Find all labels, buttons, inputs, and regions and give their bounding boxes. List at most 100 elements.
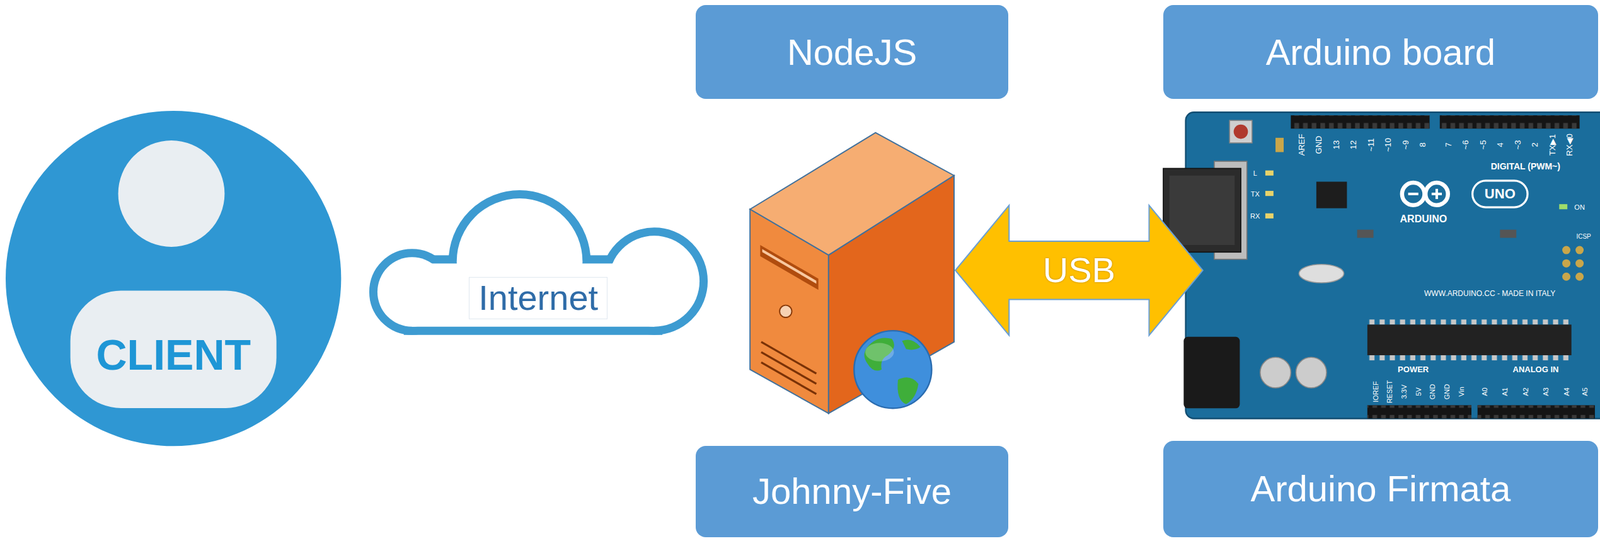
pin-label: 4 (1496, 142, 1505, 147)
arduino-board-part (1562, 272, 1571, 282)
arduino-board-part (1367, 324, 1572, 356)
brand-text: ARDUINO (1400, 214, 1448, 225)
process-box: Arduino board (1163, 5, 1599, 99)
arduino-board (1163, 112, 1600, 419)
arduino-board-part (1408, 192, 1419, 196)
pin-label: ~11 (1366, 138, 1375, 152)
led-label: TX (1250, 190, 1260, 198)
arduino-board-part (1367, 405, 1472, 419)
arduino-board-part (1295, 357, 1327, 389)
server-icon-part (759, 245, 818, 290)
person-body (70, 290, 277, 408)
arduino-board-part (1260, 357, 1292, 389)
arduino-board-part (1435, 189, 1439, 200)
arduino-board-part (1265, 190, 1274, 196)
arduino-board-part (1316, 181, 1348, 208)
arduino-board-part (1290, 115, 1430, 129)
arduino-board-part (1265, 170, 1274, 176)
text-holder: Internet (352, 277, 725, 319)
globe-icon-part (853, 330, 932, 409)
pin-label: Vin (1457, 386, 1465, 398)
process-box: NodeJS (695, 5, 1008, 99)
usb-double-arrow (955, 205, 1203, 336)
arduino-board-part (1229, 120, 1253, 144)
globe-icon (853, 330, 932, 409)
cloud-fill (377, 198, 700, 328)
node-label: Arduino board (1266, 30, 1496, 74)
pin-label: 12 (1349, 140, 1358, 150)
cloud-outline (377, 198, 700, 328)
arduino-board-part (1425, 182, 1449, 206)
pin-label: ~9 (1400, 140, 1410, 150)
pin-label: 13 (1331, 140, 1340, 150)
internet-cloud: Internet (352, 189, 725, 338)
led-label: RX (1250, 212, 1260, 220)
arduino-board-part (1499, 230, 1517, 239)
pin-label: 7 (1443, 142, 1452, 147)
globe-icon-part (897, 377, 919, 405)
node-label: Johnny-Five (752, 470, 952, 513)
led-label: ON (1574, 203, 1585, 211)
arduino-board-part (1562, 259, 1571, 268)
client-circle-outline (5, 110, 342, 447)
arduino-board-part (1265, 213, 1274, 219)
text-holder: Arduino board (1163, 30, 1599, 74)
client-disc (5, 110, 341, 447)
text-holder: USB (954, 250, 1205, 291)
pin-label: A0 (1481, 387, 1489, 396)
pin-label: GND (1443, 384, 1451, 400)
process-box: Arduino Firmata (1163, 441, 1599, 539)
pin-label: ~3 (1513, 140, 1522, 150)
globe-icon-part (865, 343, 894, 362)
pin-label: ~10 (1383, 138, 1393, 152)
pin-label: RESET (1386, 379, 1394, 404)
pin-label: 3.3V (1400, 384, 1408, 399)
arduino-board-part (1275, 138, 1284, 153)
arduino-board-part (1233, 124, 1249, 140)
server-icon-part (762, 248, 817, 284)
pin-label: 8 (1418, 142, 1427, 147)
cloud-part (411, 263, 654, 327)
pin-label: AREF (1296, 134, 1306, 157)
node-label: Internet (468, 277, 608, 319)
client-circle: CLIENT (5, 110, 342, 447)
arduino-board-part (1357, 230, 1374, 239)
header-label: ICSP (1576, 233, 1591, 241)
pin-label: A3 (1542, 387, 1550, 396)
silkscreen-text: POWER (1397, 365, 1429, 374)
pin-label: A4 (1562, 387, 1570, 396)
arduino-board-part (1169, 175, 1236, 246)
pin-label: ~5 (1478, 140, 1487, 150)
server-icon-part (761, 362, 817, 394)
arduino-board-part (1402, 182, 1425, 206)
arduino-board-part (1575, 259, 1584, 268)
arduino-board-part (1439, 115, 1580, 129)
arduino-board-part (1298, 264, 1344, 283)
server-icon-part (749, 209, 829, 414)
arduino-board-part (1575, 272, 1584, 282)
cloud-part (411, 263, 654, 327)
pin-label: GND (1429, 384, 1437, 400)
arduino-board-part (1290, 115, 1430, 129)
server-icon-part (779, 305, 792, 318)
node-label: Arduino Firmata (1250, 468, 1512, 511)
globe-icon-part (864, 337, 895, 371)
pin-label: 2 (1530, 142, 1539, 147)
pin-label: TX▶1 (1547, 134, 1556, 156)
pin-label: A5 (1581, 387, 1589, 396)
arduino-board-part (1367, 405, 1472, 419)
text-holder: CLIENT (5, 330, 342, 380)
arduino-board-part (1575, 246, 1584, 255)
board-model: UNO (1484, 187, 1516, 202)
arduino-board-part (1477, 405, 1595, 419)
pin-label: A1 (1501, 387, 1509, 396)
pin-label: RX◀0 (1565, 133, 1574, 156)
arduino-board-part (1183, 337, 1240, 409)
node-label: USB (1042, 250, 1116, 291)
silkscreen-text: DIGITAL (PWM~) (1490, 161, 1561, 171)
node-label: NodeJS (787, 30, 917, 74)
silkscreen-text: WWW.ARDUINO.CC - MADE IN ITALY (1424, 289, 1556, 298)
